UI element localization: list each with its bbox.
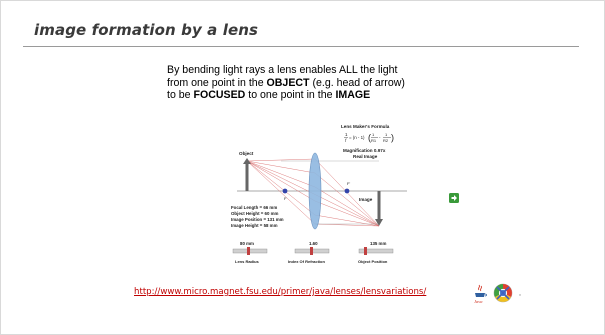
title-divider [23, 46, 579, 47]
formula-r1: R1 [371, 138, 377, 143]
focal-point-f-prime-label: F' [347, 181, 350, 186]
svg-text:): ) [391, 133, 394, 143]
svg-text:1: 1 [385, 132, 388, 137]
slider-lens-radius-label: Lens Radius [235, 259, 260, 264]
next-arrow-icon[interactable] [449, 193, 459, 203]
image-type-readout: Real Image [353, 154, 378, 159]
slider-position-value: 135 mm [370, 241, 386, 246]
slider-object-position[interactable]: 135 mm Object Position [358, 241, 394, 264]
body-line-2: from one point in the OBJECT (e.g. head … [167, 76, 405, 89]
magnification-readout: Magnification 0.97x [343, 148, 386, 153]
formula-lhs-den: f [345, 138, 347, 143]
formula-r2: R2 [383, 138, 389, 143]
image-height-readout: Image Height = 58 mm [231, 223, 278, 228]
object-label: Object [239, 151, 254, 156]
object-height-readout: Object Height = 60 mm [231, 211, 279, 216]
svg-text:1: 1 [372, 132, 375, 137]
svg-text:-: - [379, 135, 381, 140]
slider-refraction-thumb[interactable] [310, 247, 313, 255]
browser-icon [493, 283, 513, 303]
slide-body-text: By bending light rays a lens enables ALL… [167, 64, 467, 102]
applet-url-link[interactable]: http://www.micro.magnet.fsu.edu/primer/j… [134, 287, 427, 297]
convex-lens[interactable] [308, 152, 322, 230]
slide-title: image formation by a lens [34, 21, 259, 39]
focal-point-f [282, 188, 288, 194]
lens-applet[interactable]: Lens Maker's Formula 1 f = (n - 1) ( 1 R… [229, 121, 409, 279]
body-line-3: to be FOCUSED to one point in the IMAGE [167, 89, 371, 102]
focal-length-readout: Focal Length = 66 mm [231, 205, 277, 210]
slider-lens-radius-value: 80 mm [240, 241, 254, 246]
body-line-1: By bending light rays a lens enables ALL… [167, 64, 398, 76]
slider-position-label: Object Position [358, 259, 388, 264]
slider-refraction-value: 1.60 [309, 241, 318, 246]
slider-lens-radius[interactable]: 80 mm Lens Radius [232, 241, 268, 264]
image-arrow [375, 191, 383, 226]
svg-text:(: ( [368, 133, 371, 143]
slider-position-thumb[interactable] [364, 247, 367, 255]
image-position-readout: Image Position = 131 mm [231, 217, 284, 222]
formula-mid: = (n - 1) [349, 135, 365, 140]
java-icon: Java [474, 284, 487, 304]
focal-point-f-label: F [284, 196, 287, 201]
plugin-icons: Java [474, 283, 521, 304]
object-arrow[interactable] [243, 158, 251, 191]
focal-point-f-prime [344, 188, 350, 194]
slider-index-of-refraction[interactable]: 1.60 Index Of Refraction [288, 241, 330, 264]
formula-title: Lens Maker's Formula [341, 124, 390, 129]
formula-lhs-num: 1 [345, 132, 348, 137]
image-label: Image [359, 197, 373, 202]
slider-lens-radius-thumb[interactable] [247, 247, 250, 255]
slider-refraction-label: Index Of Refraction [288, 259, 325, 264]
java-icon-label: Java [474, 299, 483, 304]
